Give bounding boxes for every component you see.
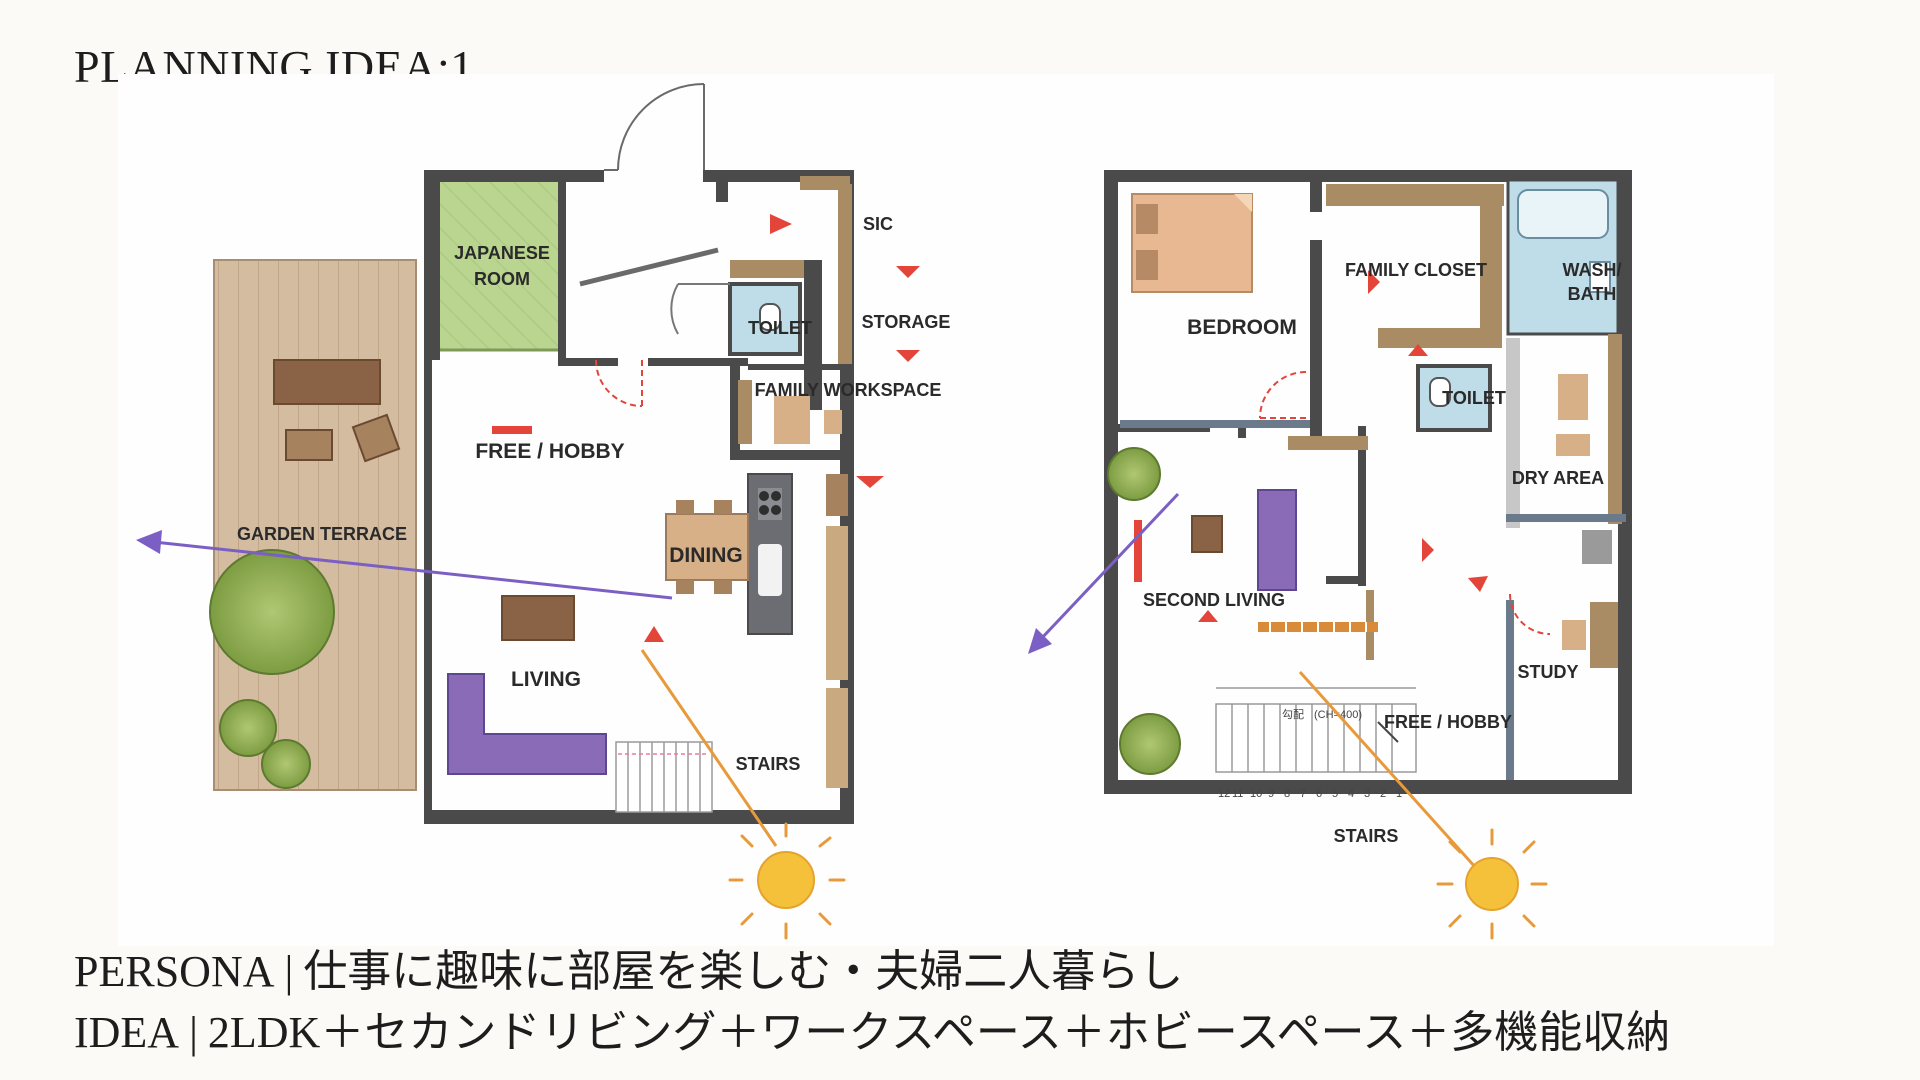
idea-text: 2LDK＋セカンドリビング＋ワークスペース＋ホビースペース＋多機能収納 xyxy=(207,1008,1671,1057)
door-icon xyxy=(595,359,643,407)
stair-number: 2 xyxy=(1380,788,1386,800)
ceiling-note: 勾配 xyxy=(1282,708,1304,721)
room-label-toilet: TOILET xyxy=(748,318,812,338)
idea-caption: IDEA|2LDK＋セカンドリビング＋ワークスペース＋ホビースペース＋多機能収納 xyxy=(74,996,1670,1060)
room-label-sic: SIC xyxy=(863,214,893,234)
room-label-japanese-1: JAPANESE xyxy=(454,243,550,263)
arrow-icon xyxy=(1198,270,1488,622)
persona-separator: | xyxy=(284,947,294,996)
tree-icon xyxy=(209,549,335,675)
room-label-family-closet: FAMILY CLOSET xyxy=(1345,260,1487,280)
persona-caption: PERSONA|仕事に趣味に部屋を楽しむ・夫婦二人暮らし xyxy=(74,935,1183,999)
tree-icon xyxy=(1119,713,1181,775)
upper-stairs xyxy=(1215,687,1417,773)
ground-stairs xyxy=(615,741,713,813)
japanese-room-tatami xyxy=(432,178,566,352)
entrance-door-icon xyxy=(604,83,705,171)
upper-floor-walls xyxy=(1104,170,1632,794)
ground-right-storage xyxy=(826,474,848,788)
upper-floor-plan: 12 11 10 9 8 7 6 5 4 3 2 1 勾配 (CH=400) xyxy=(1028,170,1632,940)
workspace-furniture xyxy=(738,380,842,444)
sun-icon xyxy=(1298,670,1548,940)
room-label-bedroom: BEDROOM xyxy=(1187,316,1297,339)
room-label-garden-terrace: GARDEN TERRACE xyxy=(237,524,407,544)
stair-number: 3 xyxy=(1364,788,1370,800)
stair-step-numbers: 12 11 10 9 8 7 6 5 4 3 2 1 xyxy=(1218,788,1402,800)
room-label-second-living: SECOND LIVING xyxy=(1143,590,1285,610)
ground-floor-plan: JAPANESE ROOM SIC TOILET STORAGE FAMILY … xyxy=(136,83,951,940)
room-label-wash-bath-1: WASH/ xyxy=(1562,260,1621,280)
room-label-storage: STORAGE xyxy=(862,312,951,332)
room-label-japanese-2: ROOM xyxy=(474,269,530,289)
room-label-dry-area: DRY AREA xyxy=(1512,468,1604,488)
stair-number: 10 xyxy=(1250,788,1262,800)
room-label-study: STUDY xyxy=(1517,662,1578,682)
room-label-dining: DINING xyxy=(669,544,743,567)
family-closet-shelves xyxy=(1326,184,1504,348)
stair-number: 5 xyxy=(1332,788,1338,800)
door-icon xyxy=(1259,371,1551,635)
room-label-stairs: STAIRS xyxy=(736,754,801,774)
second-living-furniture xyxy=(1120,420,1378,632)
dry-area-shelves xyxy=(1506,334,1622,564)
room-label-upper-stairs: STAIRS xyxy=(1334,826,1399,846)
room-label-family-workspace: FAMILY WORKSPACE xyxy=(755,380,942,400)
sic-storage-walls xyxy=(579,174,852,410)
stair-number: 9 xyxy=(1268,788,1274,800)
kitchen-counter xyxy=(747,473,793,635)
persona-label: PERSONA xyxy=(74,947,275,996)
tree-icon xyxy=(261,739,311,789)
floor-plan-drawing: JAPANESE ROOM SIC TOILET STORAGE FAMILY … xyxy=(136,83,1632,940)
stair-number: 6 xyxy=(1316,788,1322,800)
room-label-free-hobby: FREE / HOBBY xyxy=(475,440,624,463)
floor-plan-board: JAPANESE ROOM SIC TOILET STORAGE FAMILY … xyxy=(118,74,1774,946)
stair-number: 4 xyxy=(1348,788,1354,800)
room-label-upper-toilet: TOILET xyxy=(1442,388,1506,408)
wind-arrow-icon xyxy=(1028,492,1180,654)
room-label-upper-free-hobby: FREE / HOBBY xyxy=(1384,712,1512,732)
room-label-living: LIVING xyxy=(511,668,581,691)
persona-text: 仕事に趣味に部屋を楽しむ・夫婦二人暮らし xyxy=(303,947,1184,996)
study-desk xyxy=(1562,602,1618,668)
stair-number: 11 xyxy=(1232,788,1243,800)
tree-icon xyxy=(1107,447,1161,501)
ground-toilet-room xyxy=(670,282,802,356)
stair-number: 7 xyxy=(1300,788,1306,800)
living-furniture xyxy=(447,426,607,775)
wind-arrow-icon xyxy=(136,530,673,600)
stair-number: 12 xyxy=(1218,788,1230,800)
stair-number: 1 xyxy=(1396,788,1402,800)
arrow-icon xyxy=(644,214,920,642)
upper-toilet-room xyxy=(1416,364,1492,432)
terrace-furniture xyxy=(273,359,401,463)
bed xyxy=(1131,193,1253,293)
ground-interior-walls xyxy=(558,358,844,460)
idea-separator: | xyxy=(189,1008,198,1057)
dining-table xyxy=(665,500,749,594)
tree-icon xyxy=(219,699,277,757)
sun-icon xyxy=(640,649,846,940)
bathroom xyxy=(1506,178,1620,336)
idea-label: IDEA xyxy=(74,1008,180,1057)
room-label-wash-bath-2: BATH xyxy=(1568,284,1617,304)
stair-number: 8 xyxy=(1284,788,1290,800)
